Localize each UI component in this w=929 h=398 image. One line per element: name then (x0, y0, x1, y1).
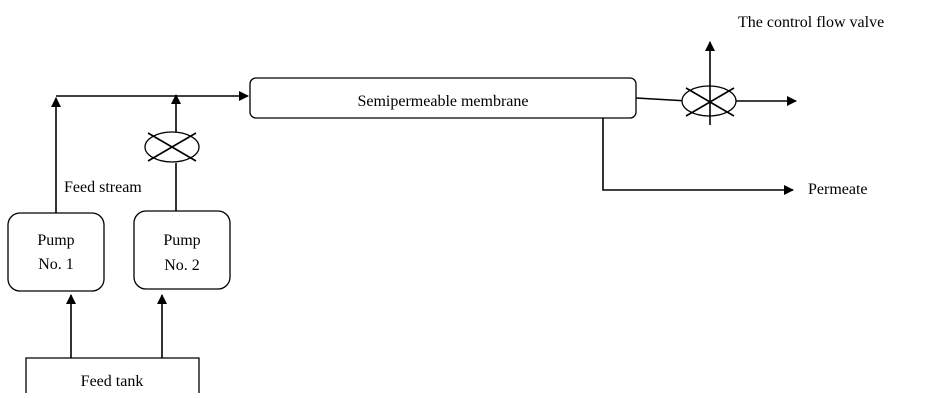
pump-no-1: Pump No. 1 (7, 212, 105, 292)
feed-stream-label: Feed stream (64, 179, 142, 196)
pump-1-label-line2: No. 1 (38, 256, 74, 273)
semipermeable-membrane: Semipermeable membrane (249, 77, 637, 119)
pump-1-label-line1: Pump (37, 232, 74, 249)
permeate-label: Permeate (808, 181, 868, 198)
membrane-label: Semipermeable membrane (357, 93, 528, 110)
pump-2-label-line2: No. 2 (164, 257, 200, 274)
feed-tank: Feed tank (25, 357, 200, 393)
pump2-valve-icon (144, 131, 200, 163)
pump-no-2: Pump No. 2 (133, 210, 231, 290)
control-flow-valve-icon (681, 85, 737, 117)
pump-2-label-line1: Pump (163, 232, 200, 249)
feed-tank-label: Feed tank (81, 373, 144, 390)
permeate-line (602, 118, 794, 195)
control-flow-valve-label: The control flow valve (738, 14, 884, 31)
retentate-line (635, 97, 689, 102)
